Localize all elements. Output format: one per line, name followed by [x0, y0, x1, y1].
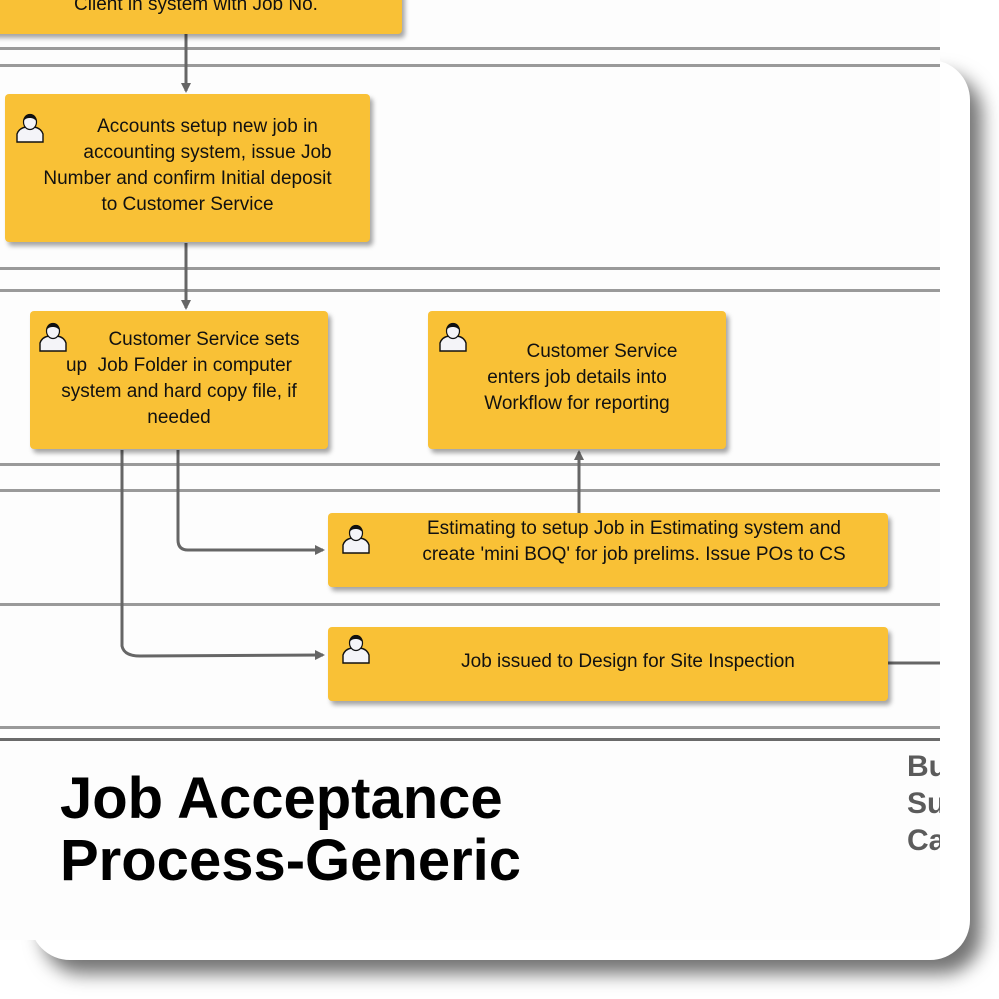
task-label-line: needed	[147, 407, 211, 428]
task-client-in-system[interactable]: Client in system with Job No.	[0, 0, 402, 34]
task-estimating-setup[interactable]: Estimating to setup Job in Estimating sy…	[328, 513, 888, 587]
person-icon	[342, 524, 370, 554]
task-job-issued-design[interactable]: Job issued to Design for Site Inspection	[328, 627, 888, 701]
lane-divider	[0, 603, 940, 606]
person-icon	[342, 634, 370, 664]
diagram-title: Job Acceptance Process-Generic	[60, 768, 521, 892]
task-label-line: accounting system, issue Job	[83, 142, 332, 163]
task-accounts-setup[interactable]: Accounts setup new job in accounting sys…	[5, 94, 370, 242]
title-divider	[0, 738, 940, 741]
task-label-line: Workflow for reporting	[484, 393, 670, 414]
task-label-line: Customer Service	[526, 341, 678, 362]
task-label: Client in system with Job No.	[74, 0, 318, 15]
task-label-line: Customer Service sets	[108, 329, 300, 350]
lane-divider	[0, 726, 940, 729]
task-label-line: up Job Folder in computer	[65, 355, 292, 376]
side-info-line: Bu	[907, 750, 940, 783]
task-label-line: Estimating to setup Job in Estimating sy…	[427, 518, 841, 539]
flow-t2-t5	[120, 450, 325, 661]
task-label-line: enters job details into	[487, 367, 667, 388]
person-icon	[439, 322, 467, 352]
diagram-page: Client in system with Job No. Accounts s…	[0, 0, 940, 892]
lane-divider	[0, 64, 940, 67]
person-icon	[39, 322, 67, 352]
task-label-line: to Customer Service	[101, 194, 274, 215]
side-info-block: Bu Su Ca	[907, 748, 940, 859]
person-icon	[16, 113, 44, 143]
lane-divider	[0, 289, 940, 292]
lane-divider	[0, 489, 940, 492]
task-cs-workflow[interactable]: Customer Service enters job details into…	[428, 311, 726, 449]
task-label-line: Accounts setup new job in	[97, 116, 318, 137]
lane-divider	[0, 267, 940, 270]
side-info-line: Su	[907, 787, 940, 820]
lane-divider	[0, 463, 940, 466]
side-info-line: Ca	[907, 824, 940, 857]
lane-divider	[0, 47, 940, 50]
task-cs-job-folder[interactable]: Customer Service sets up Job Folder in c…	[30, 311, 328, 449]
title-line: Job Acceptance	[60, 766, 503, 831]
task-label: Job issued to Design for Site Inspection	[461, 651, 795, 672]
task-label-line: system and hard copy file, if	[61, 381, 297, 402]
task-label-line: Number and confirm Initial deposit	[43, 168, 332, 189]
title-line: Process-Generic	[60, 828, 522, 893]
task-label-line: create 'mini BOQ' for job prelims. Issue…	[422, 544, 846, 565]
